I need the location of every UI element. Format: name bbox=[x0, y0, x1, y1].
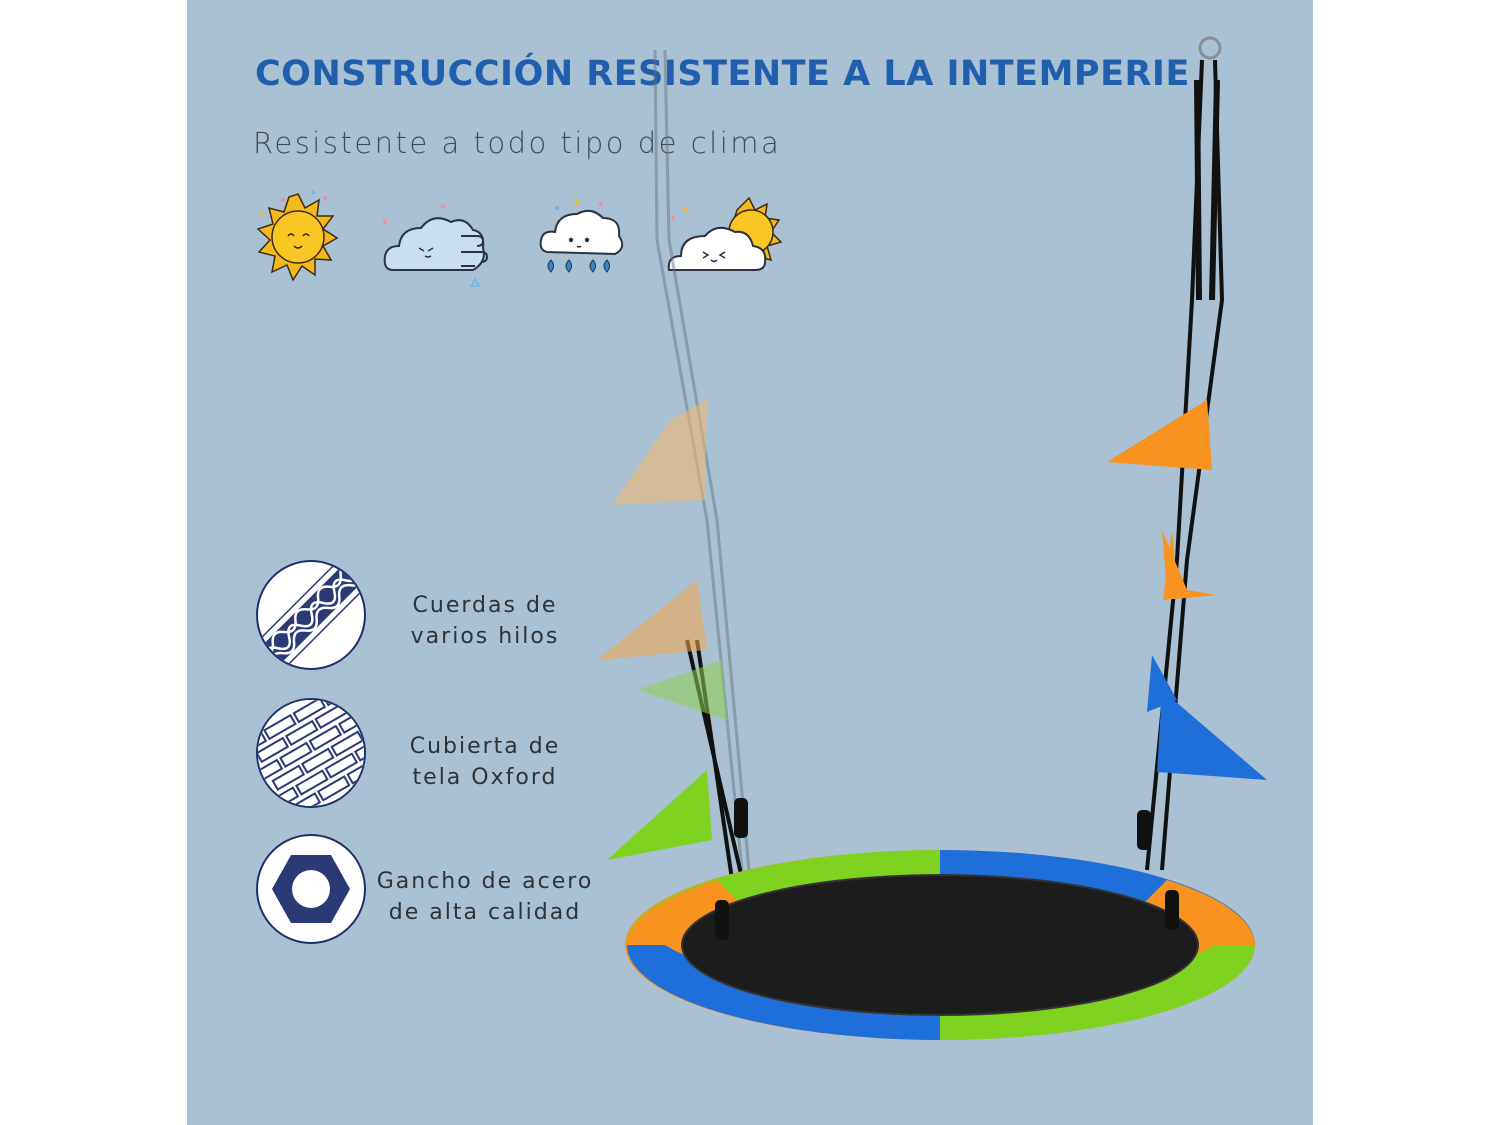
page-subtitle: Resistente a todo tipo de clima bbox=[253, 126, 782, 160]
swing-seat bbox=[625, 850, 1255, 1040]
braided-rope-icon bbox=[258, 562, 364, 668]
hex-nut-icon bbox=[272, 855, 350, 923]
front-flags bbox=[607, 400, 1267, 860]
rear-flags bbox=[597, 400, 727, 720]
sun-icon bbox=[256, 190, 339, 282]
page-title: CONSTRUCCIÓN RESISTENTE A LA INTEMPERIE bbox=[255, 54, 1190, 94]
nest-swing-image bbox=[597, 36, 1267, 1040]
wind-cloud-icon bbox=[383, 203, 489, 287]
rain-cloud-icon bbox=[539, 200, 624, 273]
hex-nut-badge bbox=[256, 834, 366, 944]
product-image-panel: CONSTRUCCIÓN RESISTENTE A LA INTEMPERIE … bbox=[187, 0, 1313, 1125]
braided-rope-badge bbox=[256, 560, 366, 670]
sun-cloud-icon bbox=[667, 196, 783, 272]
woven-fabric-badge bbox=[256, 698, 366, 808]
woven-fabric-icon bbox=[258, 700, 364, 806]
